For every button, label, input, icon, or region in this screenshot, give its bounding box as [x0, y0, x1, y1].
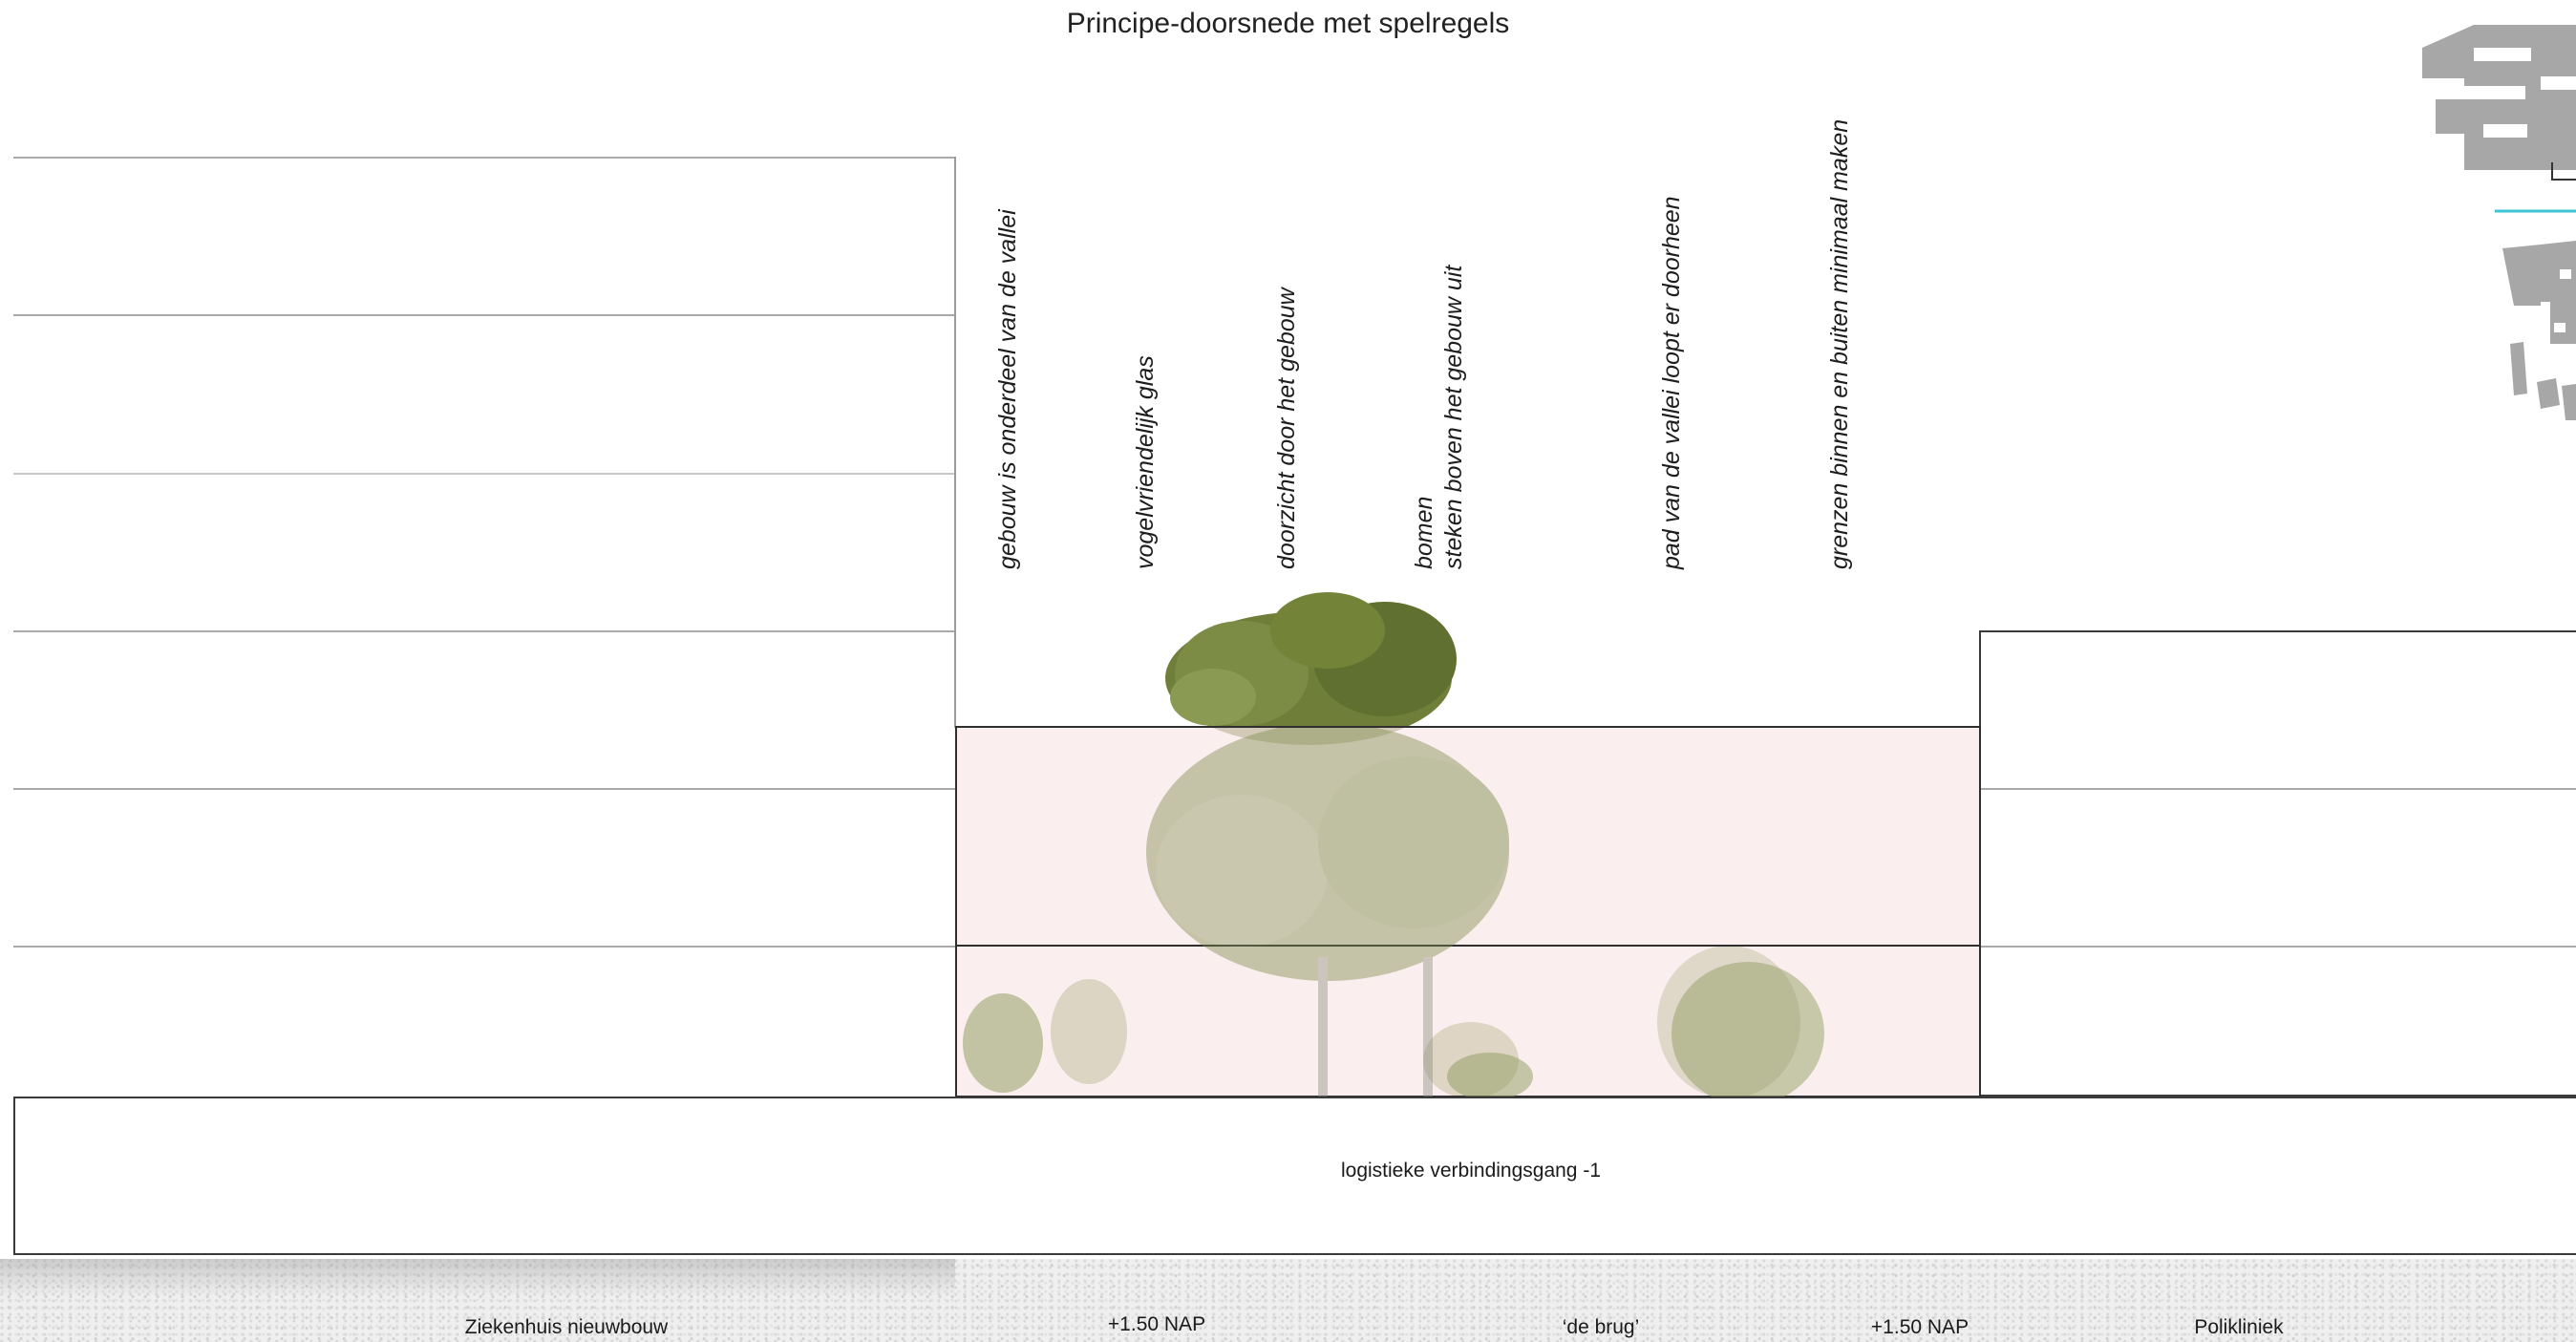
label-level-right: +1.50 NAP	[1870, 1316, 1969, 1338]
label-level-left: +1.50 NAP	[1107, 1313, 1206, 1335]
rule-text: grenzen binnen en buiten minimaal maken	[1826, 118, 1853, 569]
rule-text: vogelvriendelijk glas	[1132, 355, 1159, 569]
corridor-label: logistieke verbindingsgang -1	[1340, 1160, 1602, 1182]
label-bridge: ‘de brug’	[1562, 1316, 1640, 1338]
bridge-glass-upper	[955, 726, 1981, 947]
rule-text: steken boven het gebouw uit	[1440, 265, 1467, 569]
rule-text: doorzicht door het gebouw	[1273, 288, 1300, 569]
rule-text: gebouw is onderdeel van de vallei	[994, 209, 1021, 569]
tree-cutout	[1165, 592, 1457, 745]
label-left-building: Ziekenhuis nieuwbouw	[464, 1316, 669, 1338]
label-right-building: Polikliniek	[2194, 1316, 2284, 1338]
rule-text: pad van de vallei loopt er doorheen	[1658, 196, 1685, 569]
rule-label: gebouw is onderdeel van de vallei	[994, 209, 1023, 569]
rule-label: doorzicht door het gebouw	[1273, 288, 1302, 569]
rule-text: bomen	[1411, 496, 1437, 569]
right-floor-line	[1981, 788, 2576, 790]
diagram-title: Principe-doorsnede met spelregels	[1066, 8, 1510, 39]
tree-cutout	[963, 962, 1824, 1097]
rule-label: steken boven het gebouw uit	[1440, 266, 1469, 569]
left-floor-line	[13, 157, 955, 159]
rule-label: grenzen binnen en buiten minimaal maken	[1826, 119, 1855, 569]
tree-cutout	[1146, 728, 1509, 1097]
left-building-edge	[954, 157, 956, 728]
left-floor-line	[13, 946, 955, 948]
left-floor-line	[13, 788, 955, 790]
site-plan-thumbnail-icon	[2422, 25, 2576, 420]
tree-through-glass	[963, 728, 1824, 1097]
ground-texture	[0, 1259, 2576, 1342]
rule-label: pad van de vallei loopt er doorheen	[1658, 196, 1687, 569]
right-floor-line	[1981, 946, 2576, 948]
left-floor-line	[13, 314, 955, 316]
left-floor-line	[13, 630, 955, 632]
logistics-corridor	[13, 1097, 2576, 1255]
right-building-outline	[1979, 630, 2576, 1097]
left-floor-line	[13, 473, 955, 475]
ground-shade	[0, 1259, 955, 1297]
